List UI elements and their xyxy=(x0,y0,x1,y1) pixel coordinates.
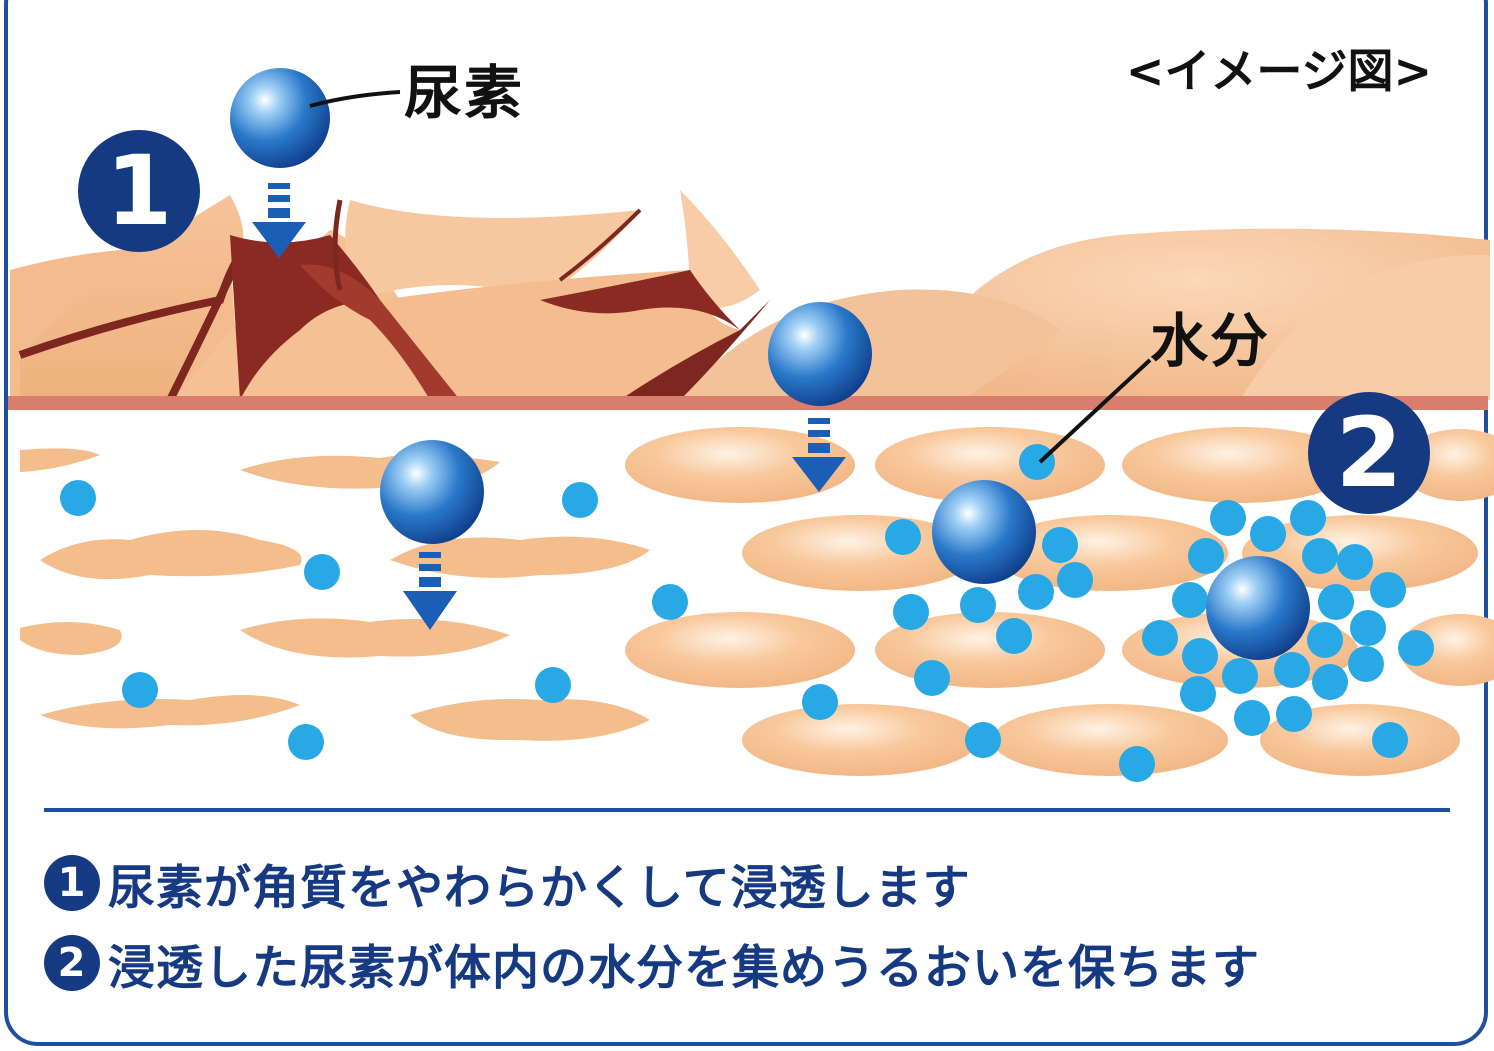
urea-molecules xyxy=(230,68,1310,660)
step-2-badge: 2 xyxy=(1308,392,1430,514)
caption-2-number: 2 xyxy=(44,935,100,991)
caption-1: 1 尿素が角質をやわらかくして浸透します xyxy=(44,850,971,916)
leader-lines xyxy=(309,90,1152,464)
penetration-arrows xyxy=(252,183,846,630)
divider-line xyxy=(44,808,1450,812)
skin-diagram xyxy=(8,68,1494,782)
caption-2: 2 浸透した尿素が体内の水分を集めうるおいを保ちます xyxy=(44,930,1260,996)
urea-label: 尿素 xyxy=(404,59,525,127)
step-1-badge: 1 xyxy=(78,130,200,252)
left-cell-layer xyxy=(20,448,650,741)
arrow-down-icon xyxy=(403,552,457,630)
caption-1-text: 尿素が角質をやわらかくして浸透します xyxy=(108,860,971,916)
arrow-down-icon xyxy=(252,183,306,258)
caption-1-number: 1 xyxy=(44,855,100,911)
image-caption-label: <イメージ図> xyxy=(1125,44,1432,98)
water-droplets xyxy=(60,444,1434,782)
caption-2-text: 浸透した尿素が体内の水分を集めうるおいを保ちます xyxy=(108,940,1260,996)
arrow-down-icon xyxy=(792,418,846,492)
water-label: 水分 xyxy=(1150,307,1271,375)
skin-surface-layer xyxy=(8,190,1490,410)
